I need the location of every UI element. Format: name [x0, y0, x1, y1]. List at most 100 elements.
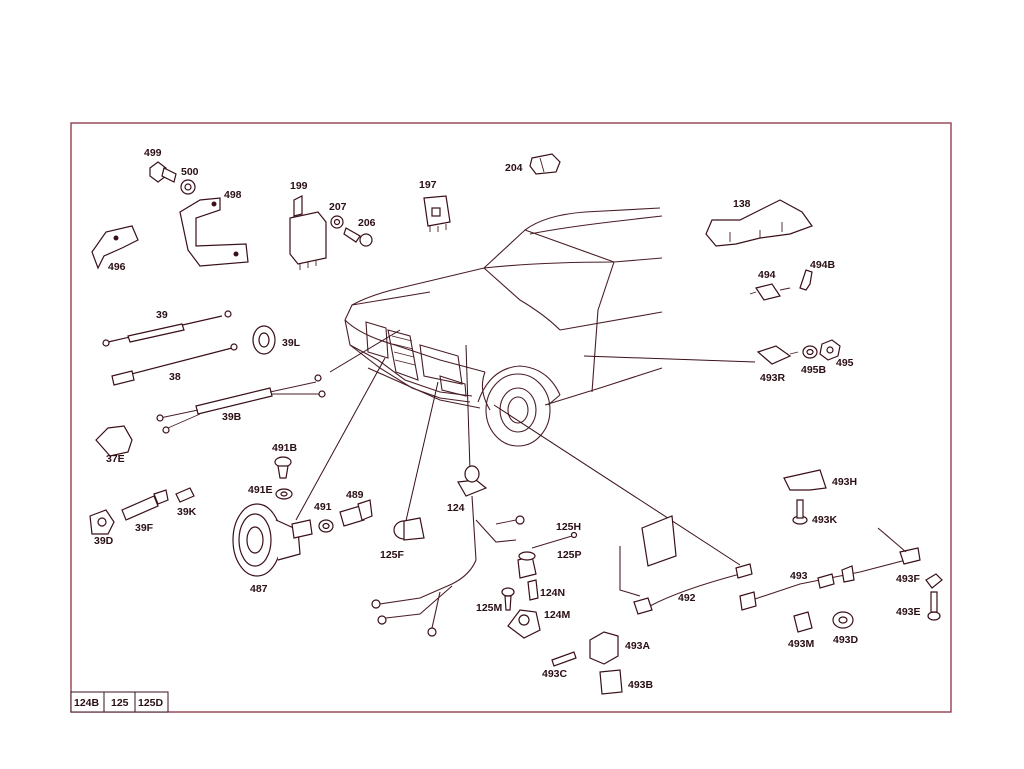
- part-39B: [156, 374, 326, 434]
- label-487: 487: [250, 583, 268, 595]
- part-493M: [793, 611, 813, 633]
- part-493C: [551, 651, 577, 667]
- label-495: 495: [836, 357, 854, 369]
- part-125H: [531, 531, 578, 549]
- label-493C: 493C: [542, 668, 568, 680]
- ref-label-124B: 124B: [74, 697, 100, 709]
- part-labels: 499 500 498 496 199 207 206 197 204 138 …: [94, 147, 921, 691]
- label-39K: 39K: [177, 506, 197, 518]
- ref-label-125: 125: [111, 697, 129, 709]
- part-39F: [121, 489, 169, 521]
- diagram-frame: [70, 122, 952, 713]
- part-493D: [832, 611, 854, 629]
- part-493H: [783, 469, 827, 491]
- part-493A: [589, 631, 619, 665]
- label-493F: 493F: [896, 573, 921, 585]
- part-125F: [393, 517, 425, 541]
- part-494: [749, 283, 791, 301]
- part-491: [318, 519, 334, 533]
- label-197: 197: [419, 179, 437, 191]
- label-124N: 124N: [540, 587, 565, 599]
- car-outline: [344, 207, 663, 447]
- label-493H: 493H: [832, 476, 857, 488]
- label-125M: 125M: [476, 602, 503, 614]
- part-125P: [517, 551, 537, 579]
- label-37E: 37E: [106, 453, 125, 465]
- label-491B: 491B: [272, 442, 298, 454]
- part-39: [102, 310, 232, 347]
- label-493E: 493E: [896, 606, 921, 618]
- part-37E: [95, 425, 133, 457]
- part-499: [149, 161, 177, 183]
- callout-lines: [295, 329, 756, 566]
- label-125F: 125F: [380, 549, 405, 561]
- label-124M: 124M: [544, 609, 571, 621]
- part-124M: [507, 609, 541, 639]
- label-206: 206: [358, 217, 376, 229]
- part-124: [371, 465, 525, 637]
- ref-label-125D: 125D: [138, 697, 164, 709]
- label-125P: 125P: [557, 549, 582, 561]
- part-489: [339, 499, 373, 527]
- reference-boxes: 124B 125 125D: [70, 691, 169, 713]
- label-493M: 493M: [788, 638, 815, 650]
- part-125M: [501, 587, 515, 611]
- part-124N: [527, 579, 539, 601]
- label-493R: 493R: [760, 372, 786, 384]
- part-500: [180, 179, 196, 195]
- label-124: 124: [447, 502, 465, 514]
- part-493F: [925, 573, 943, 589]
- part-491B: [274, 456, 292, 479]
- part-493R: [756, 345, 799, 365]
- ref-box-3: [134, 691, 169, 713]
- label-493K: 493K: [812, 514, 838, 526]
- label-204: 204: [505, 162, 523, 174]
- part-494B: [799, 269, 813, 291]
- part-492: [619, 515, 753, 615]
- part-138: [705, 199, 813, 247]
- label-493B: 493B: [628, 679, 654, 691]
- part-206: [343, 227, 373, 247]
- part-495: [819, 339, 841, 361]
- label-494B: 494B: [810, 259, 836, 271]
- label-492: 492: [678, 592, 696, 604]
- label-199: 199: [290, 180, 308, 192]
- part-197: [423, 195, 451, 232]
- label-39: 39: [156, 309, 168, 321]
- label-207: 207: [329, 201, 347, 213]
- label-39L: 39L: [282, 337, 301, 349]
- part-493K: [792, 499, 808, 525]
- label-495B: 495B: [801, 364, 827, 376]
- part-498: [179, 197, 249, 267]
- part-38: [111, 343, 238, 386]
- label-498: 498: [224, 189, 242, 201]
- part-39K: [175, 487, 195, 503]
- part-204: [529, 153, 561, 175]
- part-199: [289, 195, 327, 270]
- label-493A: 493A: [625, 640, 651, 652]
- label-496: 496: [108, 261, 126, 273]
- label-39B: 39B: [222, 411, 242, 423]
- label-38: 38: [169, 371, 181, 383]
- label-500: 500: [181, 166, 199, 178]
- label-494: 494: [758, 269, 776, 281]
- label-499: 499: [144, 147, 162, 159]
- label-39D: 39D: [94, 535, 114, 547]
- part-493E: [927, 591, 941, 621]
- label-489: 489: [346, 489, 364, 501]
- part-39D: [89, 509, 115, 535]
- label-493: 493: [790, 570, 808, 582]
- part-491E: [275, 488, 293, 500]
- label-125H: 125H: [556, 521, 581, 533]
- part-495B: [802, 345, 818, 359]
- part-493B: [599, 669, 623, 695]
- label-491E: 491E: [248, 484, 273, 496]
- part-39L: [252, 325, 276, 355]
- part-207: [330, 215, 344, 229]
- label-138: 138: [733, 198, 751, 210]
- part-493: [739, 527, 921, 611]
- part-487: [232, 503, 313, 577]
- label-491: 491: [314, 501, 332, 513]
- label-493D: 493D: [833, 634, 859, 646]
